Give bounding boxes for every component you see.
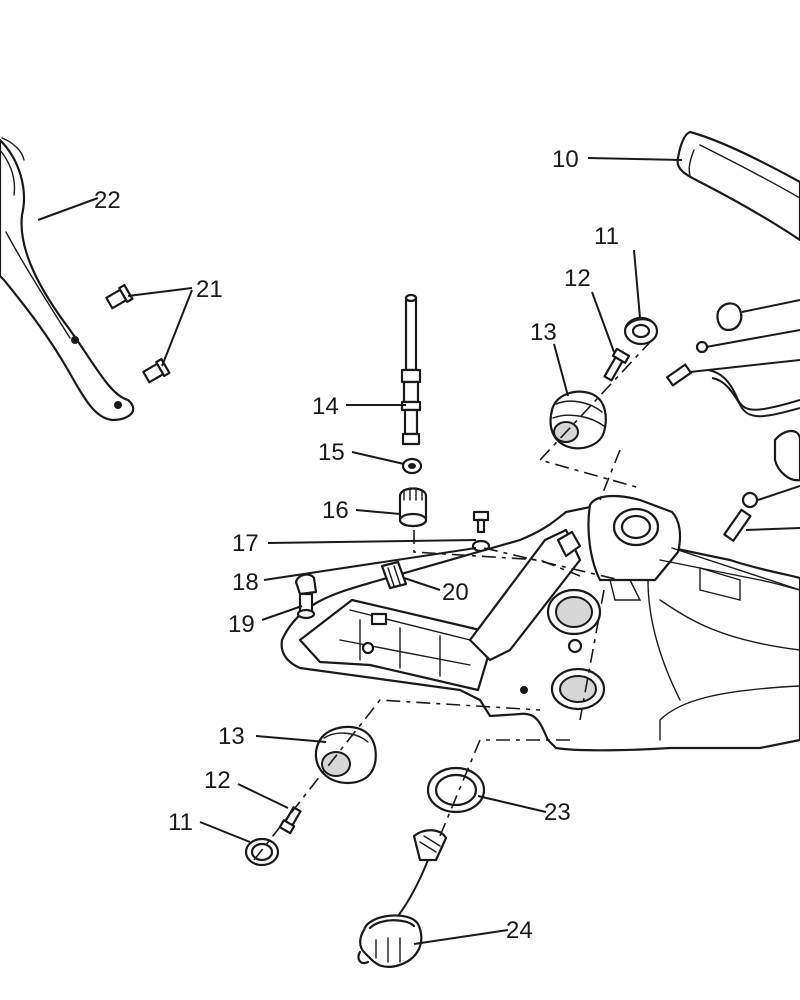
right-edge-small-parts [666,302,800,542]
callout-16: 16 [322,497,349,524]
main-chassis [280,494,800,752]
callout-10: 10 [552,146,579,173]
part-18-19-knob [294,573,318,620]
callout-21: 21 [196,276,223,303]
part-23-seal-ring [426,766,486,814]
callout-17: 17 [232,530,259,557]
callout-22: 22 [94,187,121,214]
callout-18: 18 [232,569,259,596]
part-21-screws [105,283,171,384]
callout-11-upper: 11 [594,223,619,250]
lower-mount-assembly [244,725,377,867]
callout-24: 24 [506,917,533,944]
callout-12-upper: 12 [564,265,591,292]
callout-13-lower: 13 [218,723,245,750]
callout-15: 15 [318,439,345,466]
part-20-clip [380,560,408,590]
part-10-rear-handle [676,130,800,242]
part-17-screw [471,510,491,553]
callout-13-upper: 13 [530,319,557,346]
part-22-handle-tube [0,137,135,422]
callout-23: 23 [544,799,571,826]
part-24-cap [357,829,448,968]
callout-12-lower: 12 [204,767,231,794]
callout-11-lower: 11 [168,809,193,836]
callout-20: 20 [442,579,469,606]
callout-14: 14 [312,393,339,420]
callout-labels: 10 11 12 13 14 15 16 17 18 19 20 21 22 1… [94,146,619,944]
leader-lines [37,157,800,945]
callout-19: 19 [228,611,255,638]
upper-mount-assembly [549,316,659,450]
vertical-shaft-assembly [398,293,428,528]
